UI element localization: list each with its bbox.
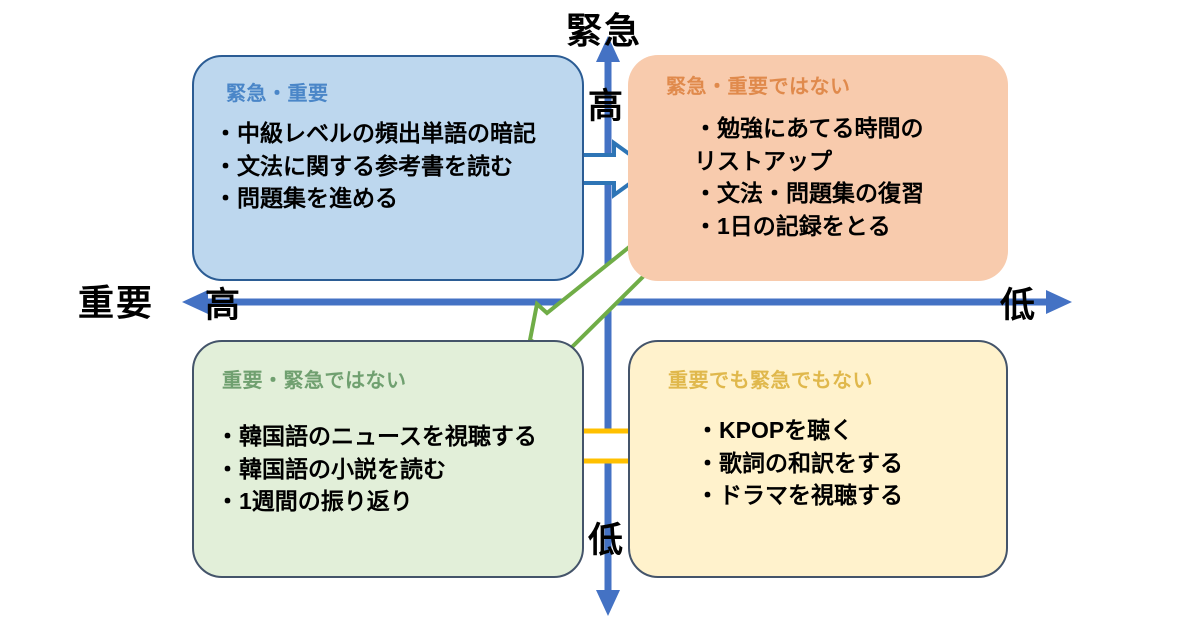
quadrant-item-list: ・中級レベルの頻出単語の暗記 ・文法に関する参考書を読む ・問題集を進める xyxy=(214,117,536,215)
quadrant-title: 重要でも緊急でもない xyxy=(668,370,873,392)
quadrant-urgent-not-important[interactable]: 緊急・重要ではない ・勉強にあてる時間の リストアップ ・文法・問題集の復習 ・… xyxy=(628,55,1008,281)
quadrant-item-list: ・韓国語のニュースを視聴する ・韓国語の小説を読む ・1週間の振り返り xyxy=(216,420,537,518)
horizontal-axis-low-label: 低 xyxy=(1000,286,1036,325)
list-item: ・中級レベルの頻出単語の暗記 xyxy=(214,120,536,146)
horizontal-axis-high-label: 高 xyxy=(205,286,241,325)
horizontal-axis xyxy=(182,290,1072,314)
quadrant-title: 緊急・重要 xyxy=(226,83,329,105)
list-item: ・勉強にあてる時間の xyxy=(694,115,924,141)
quadrant-important-not-urgent[interactable]: 重要・緊急ではない ・韓国語のニュースを視聴する ・韓国語の小説を読む ・1週間… xyxy=(192,340,584,578)
vertical-axis-low-label: 低 xyxy=(588,521,624,560)
quadrant-item-list: ・KPOPを聴く ・歌詞の和訳をする ・ドラマを視聴する xyxy=(696,414,903,512)
quadrant-neither-important-nor-urgent[interactable]: 重要でも緊急でもない ・KPOPを聴く ・歌詞の和訳をする ・ドラマを視聴する xyxy=(628,340,1008,578)
quadrant-title: 緊急・重要ではない xyxy=(666,76,851,98)
vertical-axis-high-label: 高 xyxy=(588,87,624,126)
list-item-continuation: リストアップ xyxy=(694,147,832,174)
vertical-axis-title: 緊急 xyxy=(566,10,643,51)
list-item: ・文法・問題集の復習 xyxy=(694,180,924,207)
quadrant-item-list: ・勉強にあてる時間の リストアップ ・文法・問題集の復習 ・1日の記録をとる xyxy=(694,112,924,243)
list-item: ・文法に関する参考書を読む xyxy=(214,152,513,179)
list-item: ・KPOPを聴く xyxy=(696,417,854,443)
list-item: ・韓国語の小説を読む xyxy=(216,455,446,482)
list-item: ・1日の記録をとる xyxy=(694,212,891,239)
quadrant-urgent-important[interactable]: 緊急・重要 ・中級レベルの頻出単語の暗記 ・文法に関する参考書を読む ・問題集を… xyxy=(192,55,584,281)
list-item: ・ドラマを視聴する xyxy=(696,482,903,509)
horizontal-axis-title: 重要 xyxy=(78,282,155,323)
list-item: ・1週間の振り返り xyxy=(216,488,413,515)
list-item: ・歌詞の和訳をする xyxy=(696,449,903,476)
quadrant-title: 重要・緊急ではない xyxy=(222,370,407,392)
list-item: ・問題集を進める xyxy=(214,185,398,212)
list-item: ・韓国語のニュースを視聴する xyxy=(216,423,537,449)
